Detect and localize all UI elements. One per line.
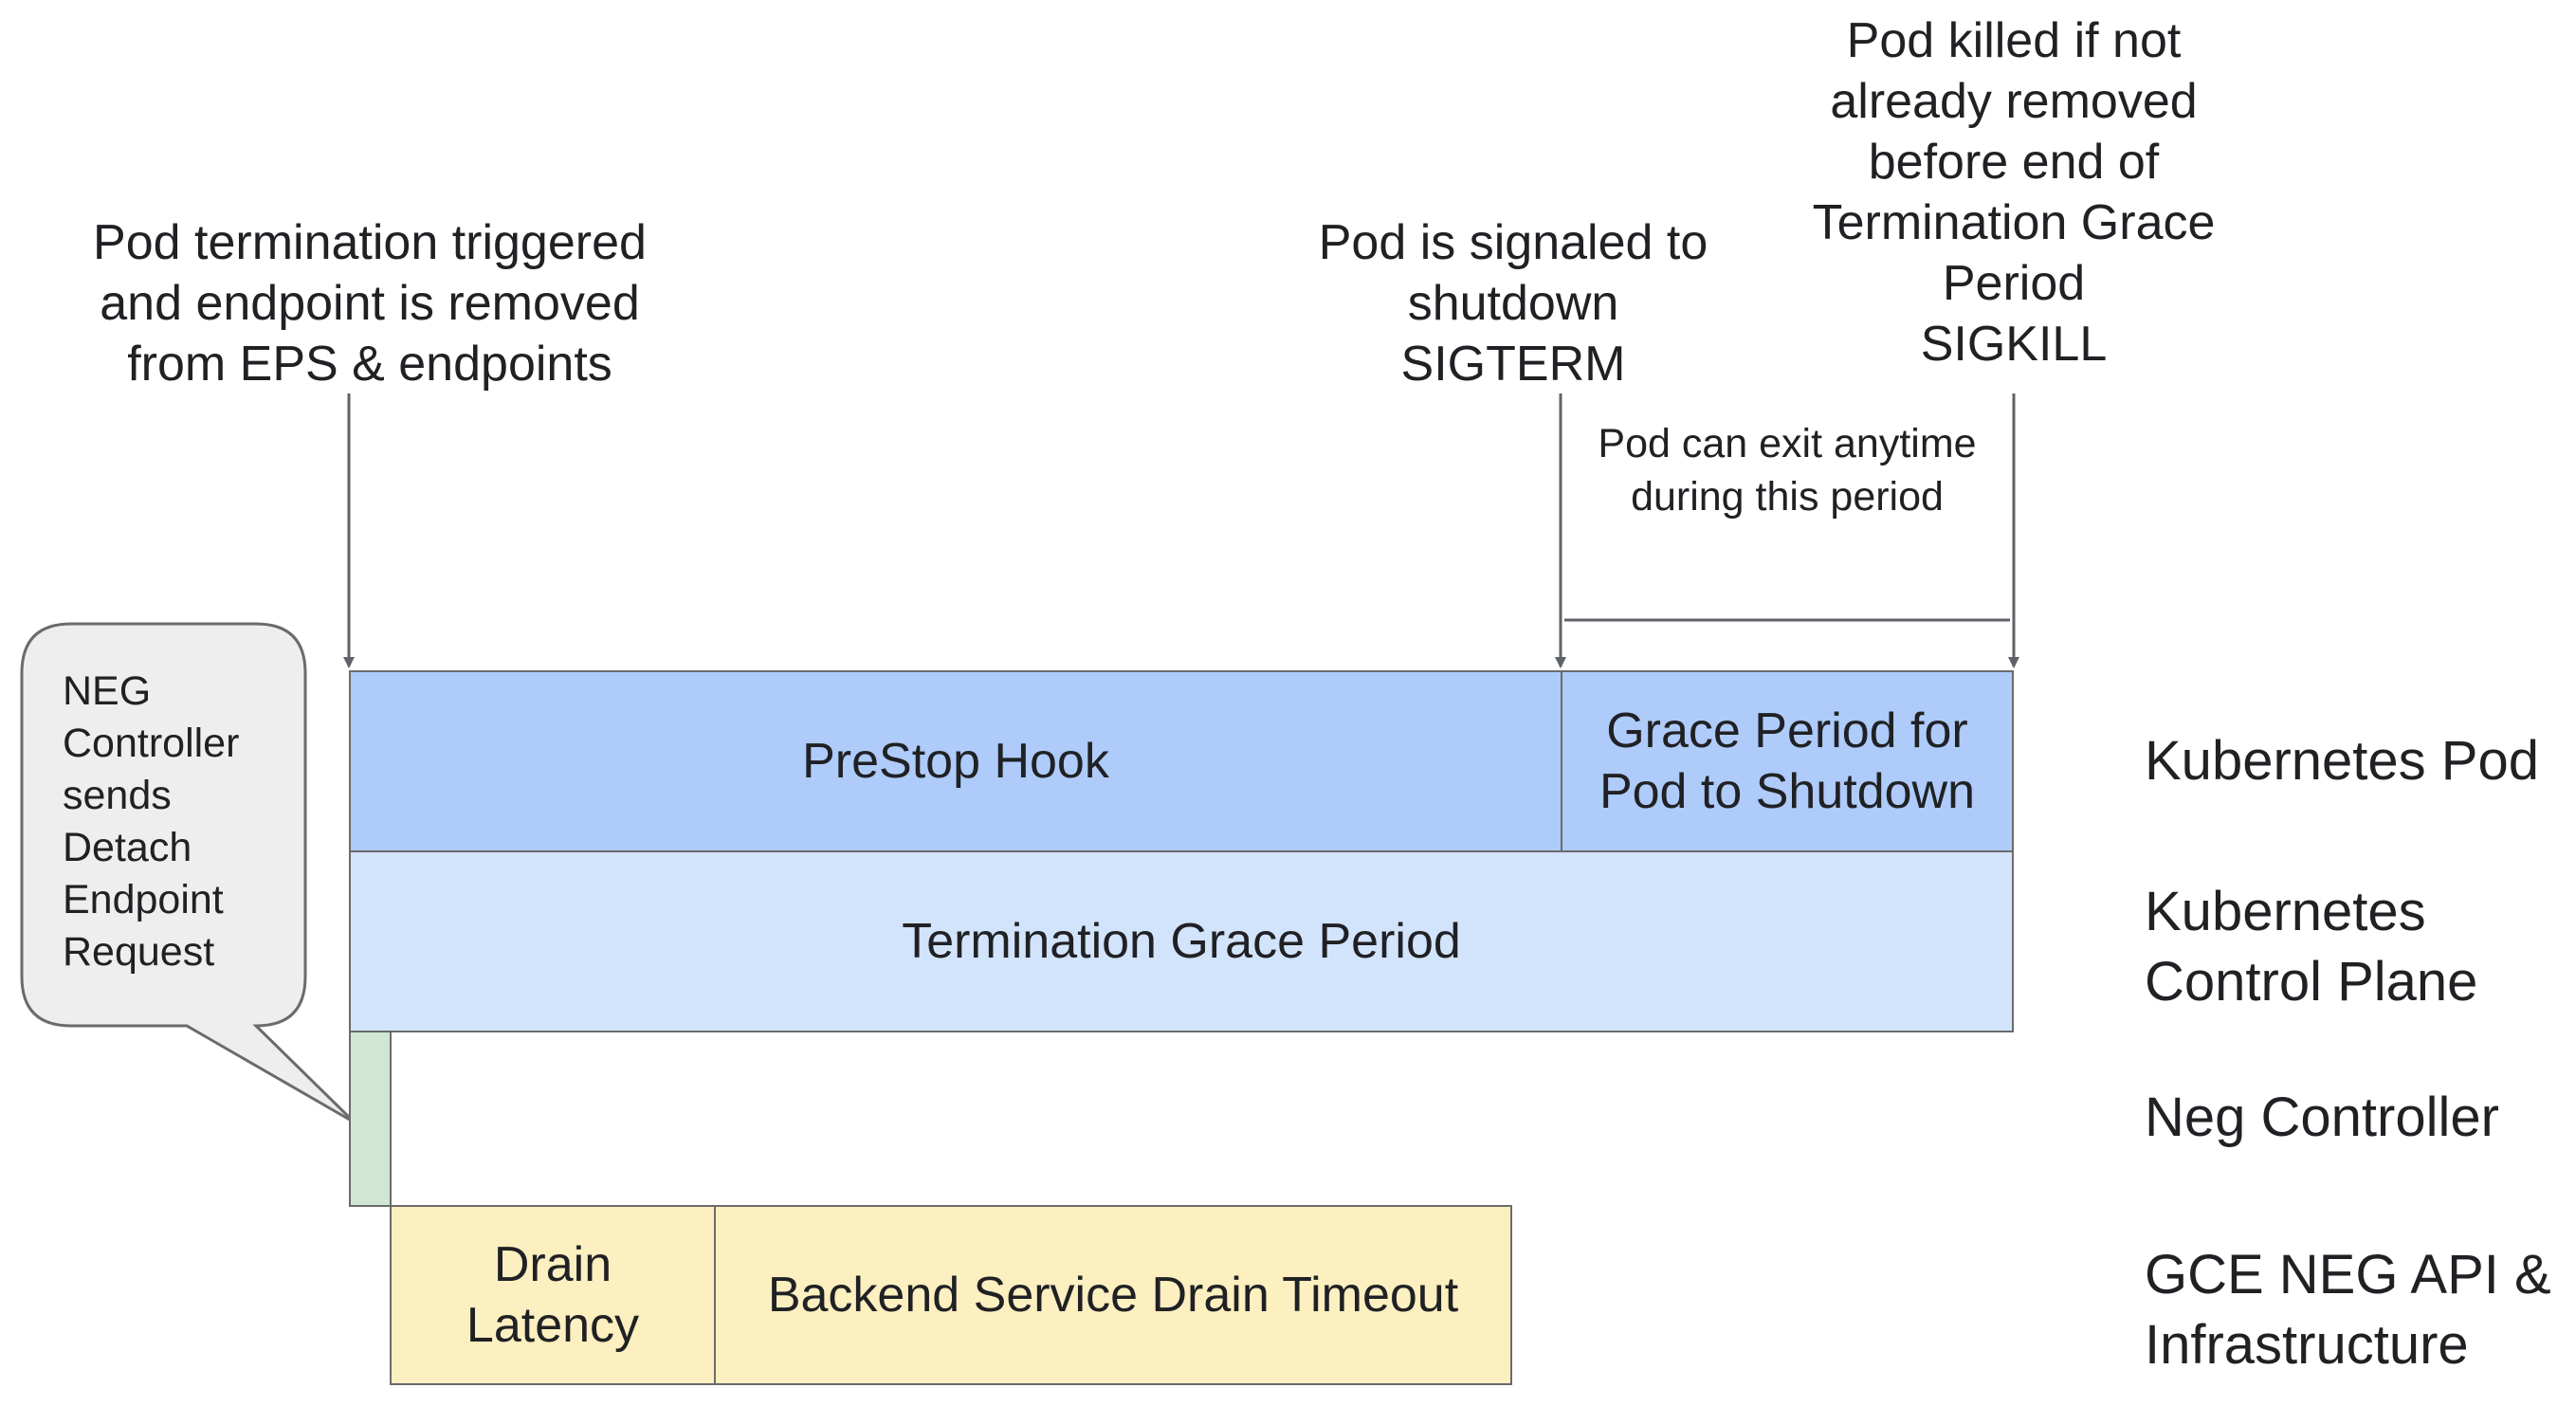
backend-drain-label: Backend Service Drain Timeout [767, 1268, 1459, 1323]
termination-grace-label: Termination Grace Period [902, 914, 1461, 969]
prestop-hook-block: PreStop Hook [349, 670, 1562, 852]
prestop-hook-label: PreStop Hook [802, 734, 1109, 789]
drain-latency-block: Drain Latency [390, 1205, 716, 1385]
termination-grace-block: Termination Grace Period [349, 850, 2014, 1032]
shutdown-grace-label: Grace Period for Pod to Shutdown [1599, 703, 1976, 819]
neg-controller-block [349, 1031, 392, 1207]
lane-kubernetes-pod: Kubernetes Pod [2145, 730, 2539, 792]
shutdown-grace-block: Grace Period for Pod to Shutdown [1561, 670, 2014, 852]
drain-latency-label: Drain Latency [466, 1237, 640, 1353]
backend-drain-block: Backend Service Drain Timeout [714, 1205, 1512, 1385]
callout-text: NEG Controller sends Detach Endpoint Req… [63, 668, 240, 975]
lane-neg-controller: Neg Controller [2145, 1086, 2499, 1148]
sigkill-label: Pod killed if not already removed before… [1812, 13, 2216, 372]
lane-control-plane: Kubernetes Control Plane [2145, 881, 2478, 1013]
termination-trigger-label: Pod termination triggered and endpoint i… [93, 215, 647, 392]
exit-period-note: Pod can exit anytime during this period [1598, 421, 1977, 520]
lane-gce-neg-api: GCE NEG API & Infrastructure [2145, 1244, 2551, 1376]
sigterm-label: Pod is signaled to shutdown SIGTERM [1318, 215, 1708, 392]
